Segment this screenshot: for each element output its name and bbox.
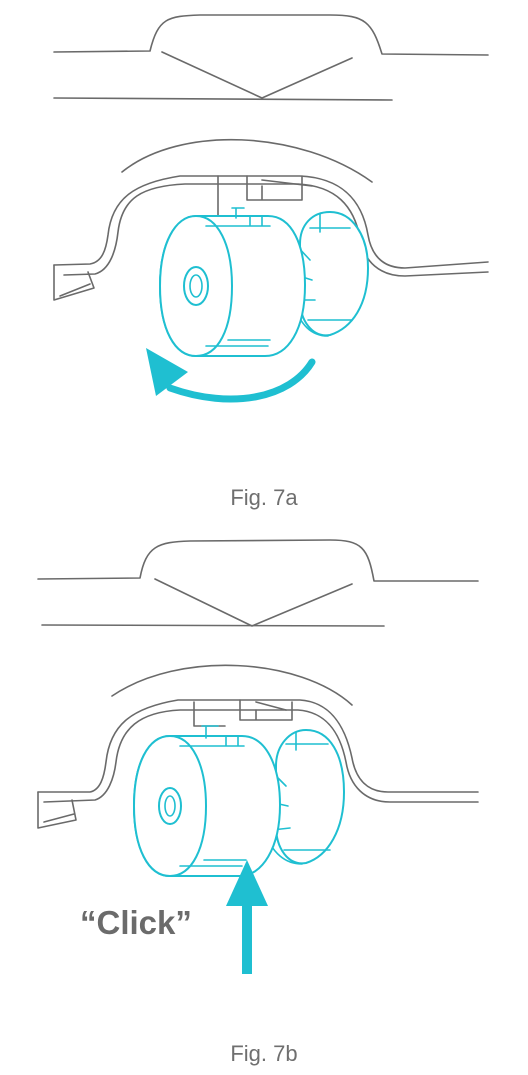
up-arrow-icon [226, 860, 268, 974]
rotate-arrow-icon [146, 348, 316, 403]
housing-outline [37, 699, 479, 793]
bumper-bracket [53, 264, 95, 301]
figure-7b-illustration [37, 539, 479, 974]
caster-wheel-rear [291, 211, 369, 337]
robot-edge-wedge [161, 51, 353, 99]
housing-outline [53, 175, 489, 269]
figure-7a-illustration [53, 14, 489, 403]
caster-mount [193, 699, 293, 727]
robot-edge-wedge [154, 578, 353, 627]
robot-top-outline [53, 14, 489, 56]
housing-arc [111, 664, 353, 706]
robot-base-line [53, 97, 393, 101]
caster-mount [217, 175, 313, 223]
bumper-bracket [37, 791, 77, 829]
housing-outline-inner [43, 709, 479, 803]
housing-arc [121, 138, 373, 183]
figure-7b-caption: Fig. 7b [230, 1041, 298, 1066]
caster-wheel-front [133, 725, 281, 877]
caster-wheel-front [159, 207, 306, 357]
click-callout: “Click” [80, 904, 192, 941]
figure-7a-caption: Fig. 7a [230, 485, 298, 510]
robot-top-outline [37, 539, 479, 582]
robot-base-line [41, 624, 385, 627]
